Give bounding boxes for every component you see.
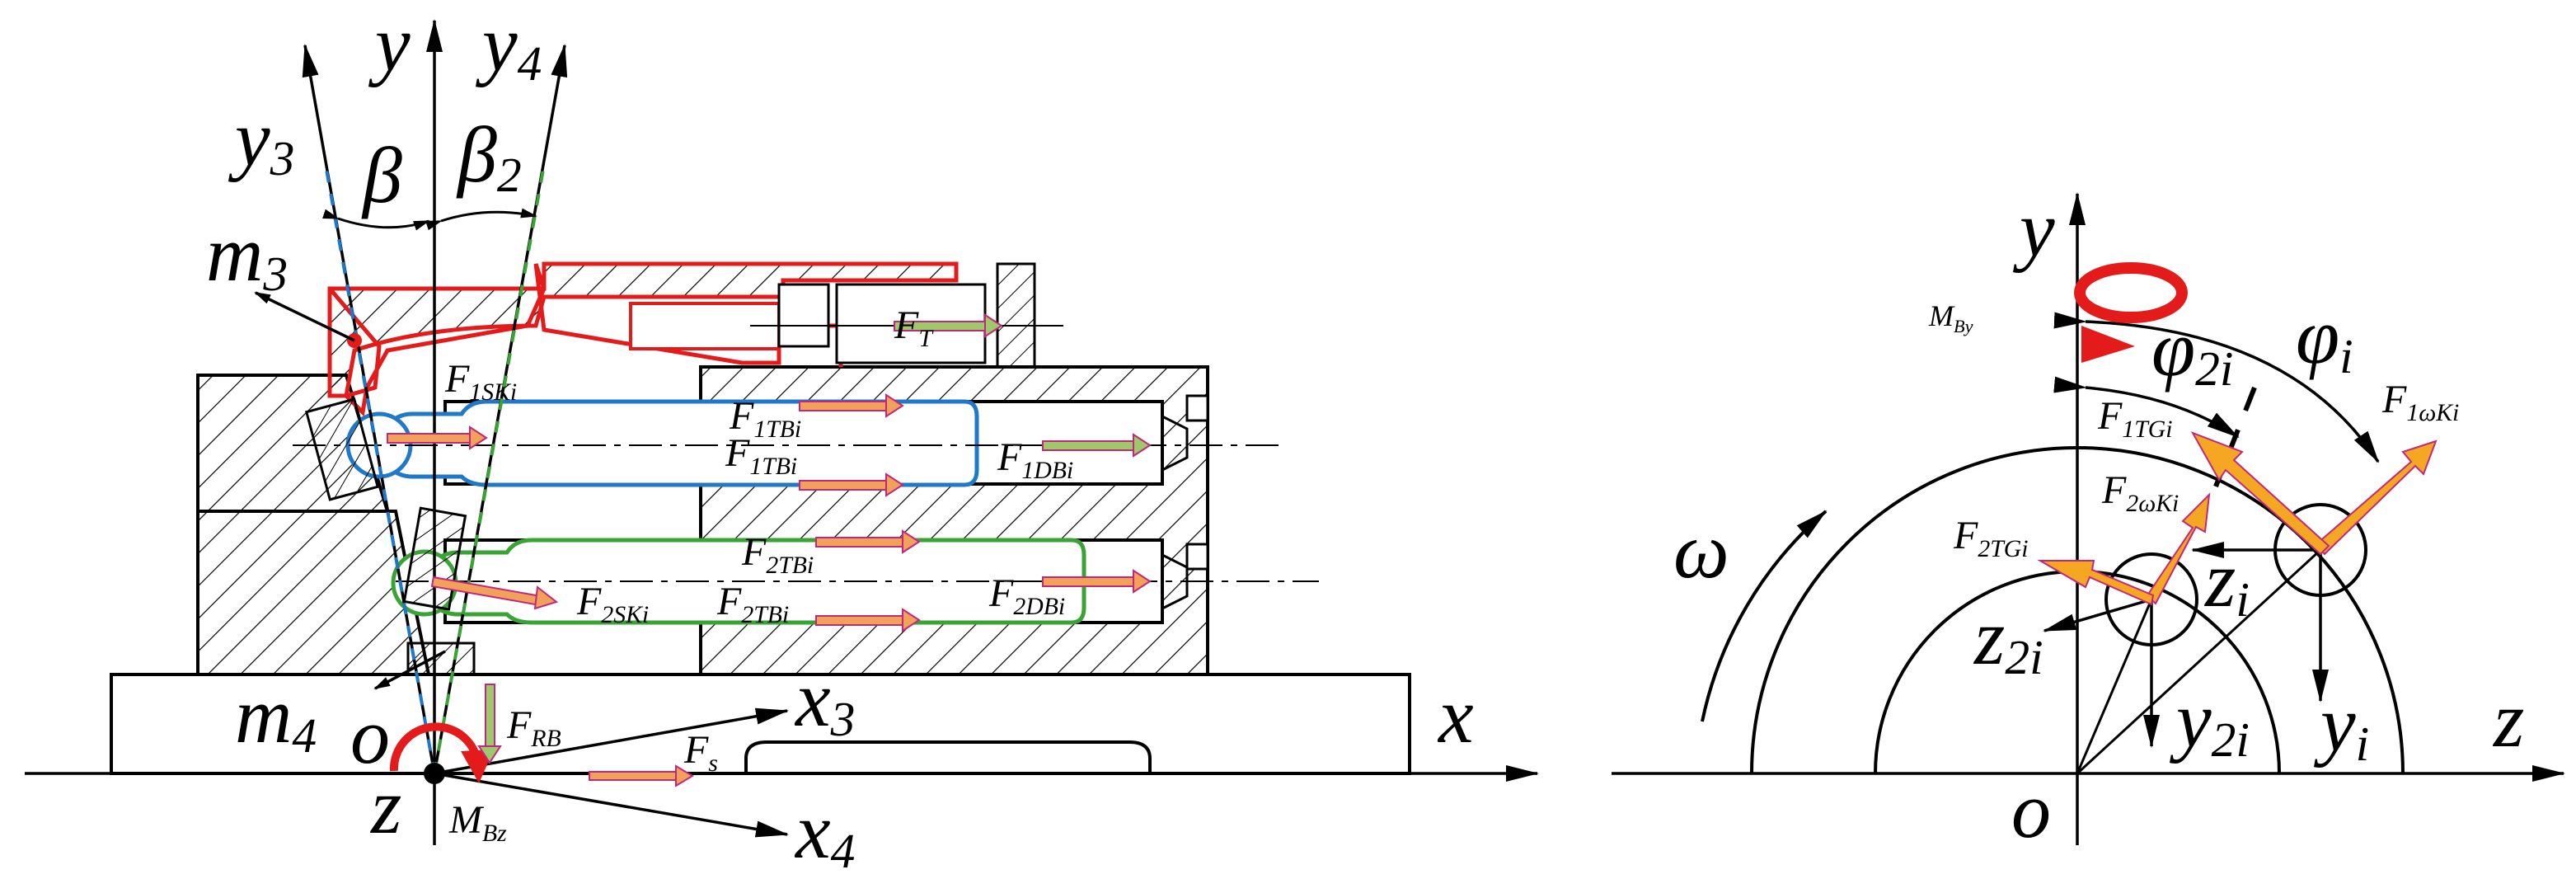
force-F1SKi-head [469,425,488,450]
label-F1SKi: F1SKi [444,357,517,406]
label-y-right: y [2012,185,2055,273]
bore-upper-end [1161,415,1189,472]
label-F1TGi: F1TGi [2097,394,2173,443]
m3-arrow [254,291,355,342]
force-F1TBi-b-head [885,472,904,497]
label-FRB: FRB [506,703,561,752]
force-F2TGi [2037,560,2155,606]
label-F2wKi: F2ωKi [2101,468,2179,517]
label-o-left: o [350,692,390,780]
label-F1wKi: F1ωKi [2381,378,2459,426]
y3-axis-dash [324,164,436,774]
lever-red [327,261,959,398]
force-F2TBi-b-head [902,608,921,632]
label-m3: m3 [206,209,288,301]
force-arrows-left [387,313,1152,787]
label-z-left: z [369,762,401,850]
cylinder-right-cap [1185,394,1209,422]
label-F2TGi: F2TGi [1953,514,2029,562]
label-x: x [1437,671,1474,759]
label-MBz: MBz [448,798,507,847]
force-F2DBi-head [1133,569,1152,594]
label-phi-2i: φ2i [2151,304,2233,396]
label-F2TBi-b: F2TBi [716,580,789,628]
force-F2wKi [2146,492,2211,605]
right-figure: y z o ω φi φ2i MBy F1ωKi F1TGi F2ωKi F2T… [1612,185,2565,854]
label-m4: m4 [235,671,317,763]
label-FT: FT [894,303,934,352]
force-FT-head [984,313,1003,338]
spring-block [777,283,830,348]
label-F2DBi: F2DBi [988,571,1065,620]
label-beta: β [361,131,402,219]
label-zi: zi [2203,535,2250,627]
force-Fs [589,771,677,781]
label-F1DBi: F1DBi [997,435,1073,484]
label-F2TBi-a: F2TBi [741,530,814,579]
label-z-right: z [2492,675,2524,764]
radius-2i [2076,599,2153,774]
force-F1DBi-head [1133,433,1152,458]
label-y: y [368,0,411,87]
force-FRB-head [477,745,502,764]
z2i-axis [2043,598,2152,632]
omega-arc [1701,510,1828,722]
left-figure: y y3 y4 β β2 m3 m4 o z x x3 x4 FT F1SKi … [25,0,1539,878]
force-F1TBi-a [799,401,887,411]
phi-2i-arc [2053,376,2240,439]
phi-i-arc [2053,312,2380,463]
label-z2i: z2i [1973,593,2043,684]
force-F2TBi-b [815,615,903,626]
force-F1TGi [2190,431,2330,556]
label-Fs: Fs [683,728,718,777]
force-F1wKi [2315,439,2438,556]
force-F1TBi-a-head [885,393,904,418]
radius-i [2076,548,2322,775]
label-F1TBi-a: F1TBi [729,394,801,443]
bearing-upper [304,397,380,501]
label-yi: yi [2313,679,2369,771]
force-F2TBi-a-head [902,529,921,554]
label-x3: x3 [794,655,855,746]
force-F2DBi [1042,576,1134,587]
label-y3: y3 [228,94,294,186]
moment-by-head [2081,326,2135,363]
label-beta2: β2 [456,110,522,202]
force-F1TBi-b [799,480,887,491]
force-F2SKi-head [533,585,559,610]
beta2-arc [425,208,537,231]
label-phi-i: φi [2296,292,2353,383]
force-F1DBi [1042,440,1134,451]
label-y2i: y2i [2169,675,2250,767]
force-F2TBi-a [815,537,903,548]
origin-point [424,763,445,784]
cylinder-right-cap-2 [1185,543,1209,571]
force-Fs-head [675,764,694,787]
moment-bz-arc [389,722,494,783]
label-omega: ω [1673,506,1729,595]
base-slot [744,740,1152,773]
label-x4: x4 [794,787,855,878]
x4-axis-line [434,772,789,838]
y4-axis-dash [433,164,546,774]
moment-by-ring [2074,262,2188,323]
label-o-right: o [2011,766,2051,854]
beta-arc [322,209,430,231]
label-y4: y4 [475,0,542,91]
force-F1SKi [387,433,471,444]
label-F2SKi: F2SKi [576,580,649,628]
m4-arrow [373,650,446,690]
pivot-base [406,642,476,676]
label-F1TBi-b: F1TBi [725,431,797,480]
force-arrows-right [2037,431,2438,606]
label-MBy: MBy [1928,299,1973,336]
force-FRB [485,684,495,747]
spring-cap [996,262,1036,369]
